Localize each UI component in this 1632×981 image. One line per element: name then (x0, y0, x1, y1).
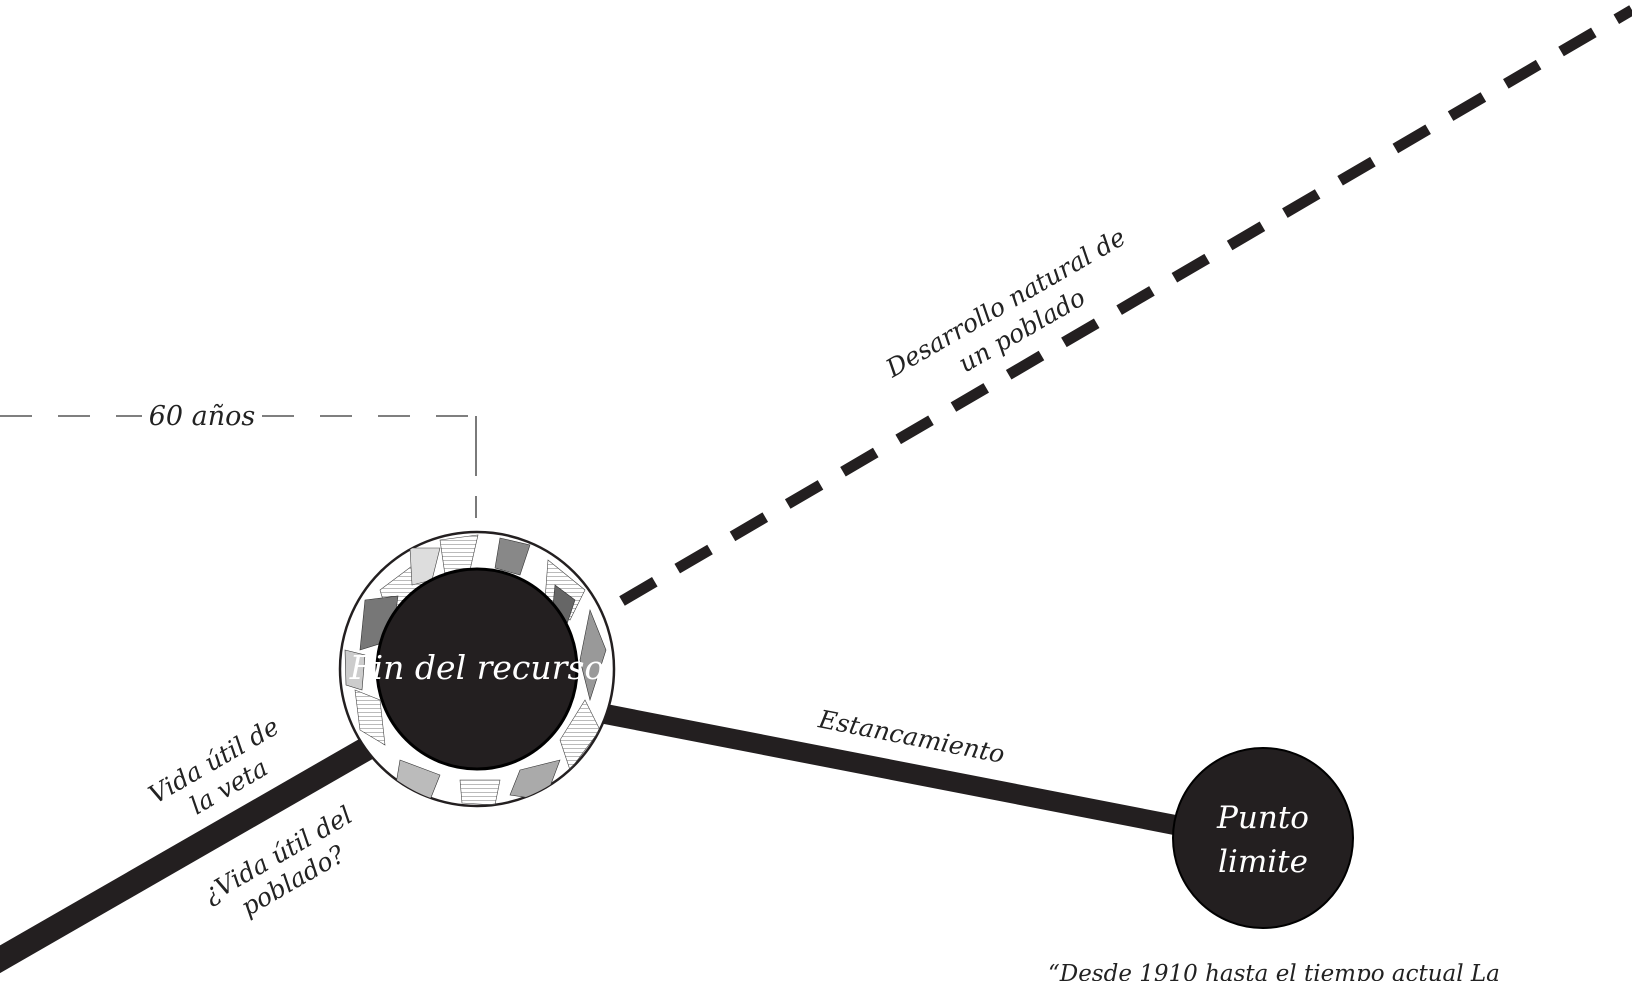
quote-text: “Desde 1910 hasta el tiempo actual La (1048, 961, 1500, 981)
punto-limite-label-line2: limite (1218, 844, 1308, 880)
desarrollo-natural-dashed-line (622, 10, 1632, 601)
fin-del-recurso-label: Fin del recurso (349, 648, 605, 687)
duration-label: 60 años (149, 401, 256, 432)
desarrollo-label-line1: Desarrollo natural de (880, 222, 1130, 383)
punto-limite-label-line1: Punto (1216, 800, 1309, 836)
punto-limite-node (1173, 748, 1353, 928)
